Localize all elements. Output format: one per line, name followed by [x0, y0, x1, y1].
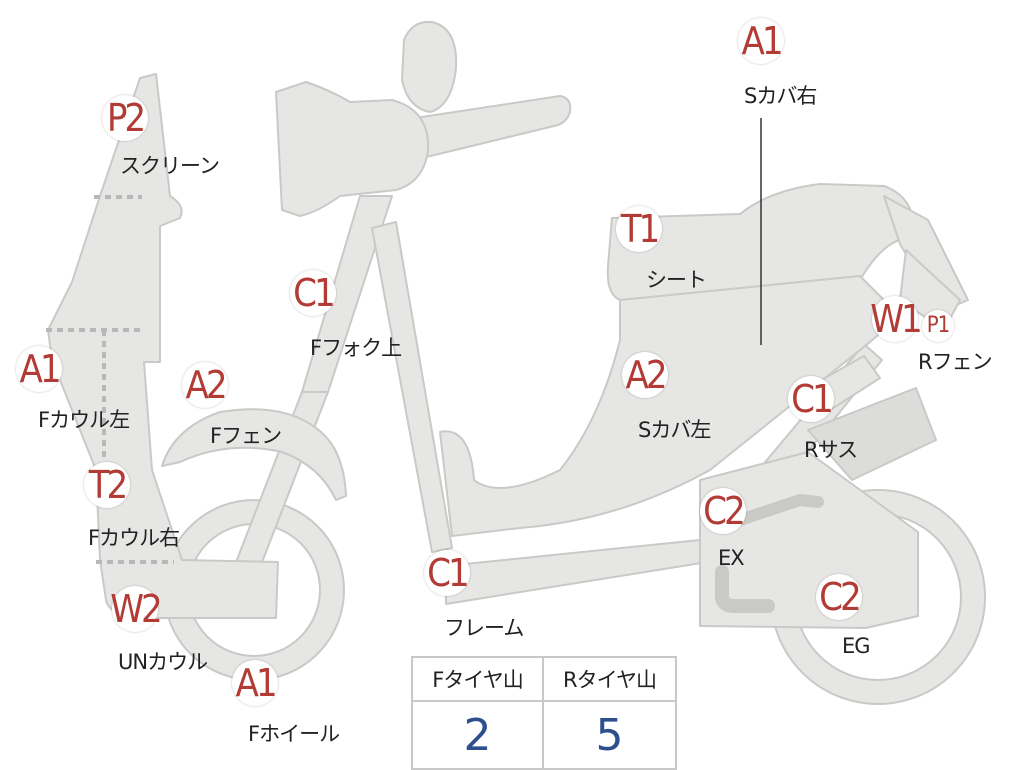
badge-seat[interactable]: T1 — [616, 206, 662, 252]
tire-tread-table: Fタイヤ山 Rタイヤ山 2 5 — [411, 656, 677, 770]
engine-shape — [699, 451, 919, 629]
badge-f-wheel[interactable]: A1 — [232, 660, 278, 706]
badge-f-cowl-right[interactable]: T2 — [84, 462, 130, 508]
badge-screen[interactable]: P2 — [102, 95, 148, 141]
badge-s-cover-left[interactable]: A2 — [622, 352, 668, 398]
label-f-fork-upper: Fフォク上 — [310, 336, 402, 360]
label-s-cover-left: Sカバ左 — [638, 418, 711, 442]
label-un-cowl: UNカウル — [118, 650, 208, 674]
badge-un-cowl[interactable]: W2 — [110, 586, 163, 632]
handlebar-shape — [401, 95, 572, 161]
headlight-shape — [275, 81, 430, 217]
badge-f-fender[interactable]: A2 — [182, 362, 228, 408]
frame-downtube-shape — [371, 221, 453, 553]
front-tire-header: Fタイヤ山 — [413, 658, 544, 702]
label-s-cover-right: Sカバ右 — [744, 84, 817, 108]
label-r-suspension: Rサス — [804, 438, 858, 462]
rear-tire-value: 5 — [595, 709, 624, 761]
label-f-wheel: Fホイール — [248, 722, 340, 746]
airbox-shape — [807, 387, 937, 481]
exhaust-shape — [715, 565, 775, 613]
label-frame: フレーム — [444, 616, 524, 640]
label-exhaust: EX — [718, 546, 745, 570]
badge-s-cover-right[interactable]: A1 — [738, 18, 784, 64]
front-tire-value: 2 — [413, 702, 544, 768]
mirror-shape — [401, 20, 458, 113]
rear-tire-header: Rタイヤ山 — [544, 658, 675, 702]
badge-r-fender[interactable]: W1 — [870, 296, 923, 342]
badge-r-fender-secondary[interactable]: P1 — [922, 310, 954, 342]
label-f-cowl-left: Fカウル左 — [38, 408, 130, 432]
label-r-fender: Rフェン — [918, 350, 993, 374]
badge-r-suspension[interactable]: C1 — [788, 376, 834, 422]
label-engine: EG — [842, 634, 871, 658]
label-f-cowl-right: Fカウル右 — [88, 526, 180, 550]
front-fender-shape — [161, 408, 347, 501]
label-f-fender: Fフェン — [210, 424, 282, 448]
badge-f-cowl-left[interactable]: A1 — [16, 346, 62, 392]
badge-exhaust[interactable]: C2 — [700, 488, 746, 534]
label-screen: スクリーン — [120, 154, 220, 178]
badge-frame[interactable]: C1 — [424, 550, 470, 596]
label-seat: シート — [646, 268, 707, 292]
badge-engine[interactable]: C2 — [816, 574, 862, 620]
side-cover-shape — [439, 275, 901, 537]
badge-f-fork-upper[interactable]: C1 — [290, 270, 336, 316]
